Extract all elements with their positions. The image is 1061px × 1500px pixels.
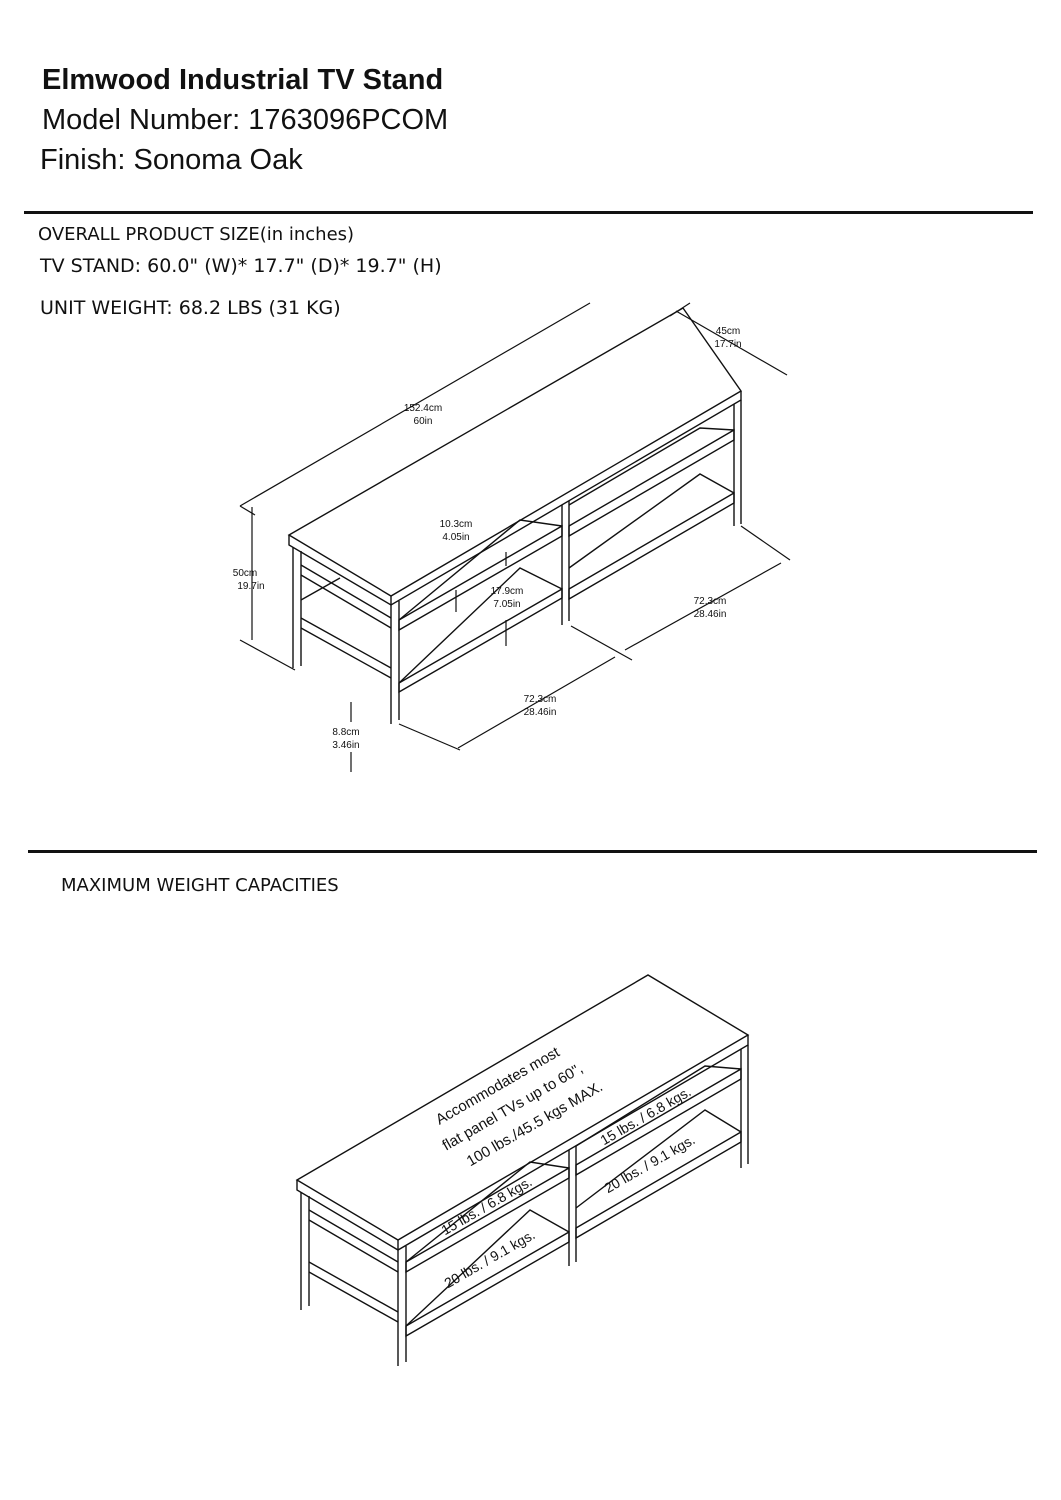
right-upper-shelf [568,428,735,538]
cap-right-lower-shelf [575,1130,742,1240]
cap-left-upper-shelf [405,1166,570,1274]
shelf-top-gap-cm-label: 10.3cm [440,519,473,530]
height-cm-label: 50cm [233,568,257,579]
shelf-gap-cm-label: 17.9cm [491,586,524,597]
right-compartment-cm-label: 72.3cm [694,596,727,607]
model-number: Model Number: 1763096PCOM [42,104,449,136]
depth-in-label: 17.7in [714,339,741,350]
cap-left-lower-shelf [405,1230,570,1338]
top-divider [24,211,1033,214]
product-title: Elmwood Industrial TV Stand [42,64,444,96]
width-cm-label: 152.4cm [404,403,442,414]
finish-label: Finish: Sonoma Oak [40,144,303,176]
right-compartment-in-label: 28.46in [694,609,727,620]
shelf-gap-in-label: 7.05in [493,599,520,610]
unit-weight: UNIT WEIGHT: 68.2 LBS (31 KG) [40,297,341,319]
middle-divider [28,850,1037,853]
shelf-top-gap-in-label: 4.05in [442,532,469,543]
tv-stand-dimensions: TV STAND: 60.0" (W)* 17.7" (D)* 19.7" (H… [40,255,442,277]
left-lower-shelf [398,587,563,694]
capacity-heading: MAXIMUM WEIGHT CAPACITIES [61,875,339,896]
cap-right-upper-shelf [575,1067,742,1177]
depth-cm-label: 45cm [716,326,740,337]
width-in-label: 60in [414,416,433,427]
right-lower-shelf [568,491,735,601]
left-upper-shelf [398,524,563,632]
size-heading: OVERALL PRODUCT SIZE(in inches) [38,224,355,245]
clearance-cm-label: 8.8cm [332,727,359,738]
left-compartment-in-label: 28.46in [524,707,557,718]
clearance-in-label: 3.46in [332,740,359,751]
left-compartment-cm-label: 72.3cm [524,694,557,705]
height-in-label: 19.7in [237,581,264,592]
